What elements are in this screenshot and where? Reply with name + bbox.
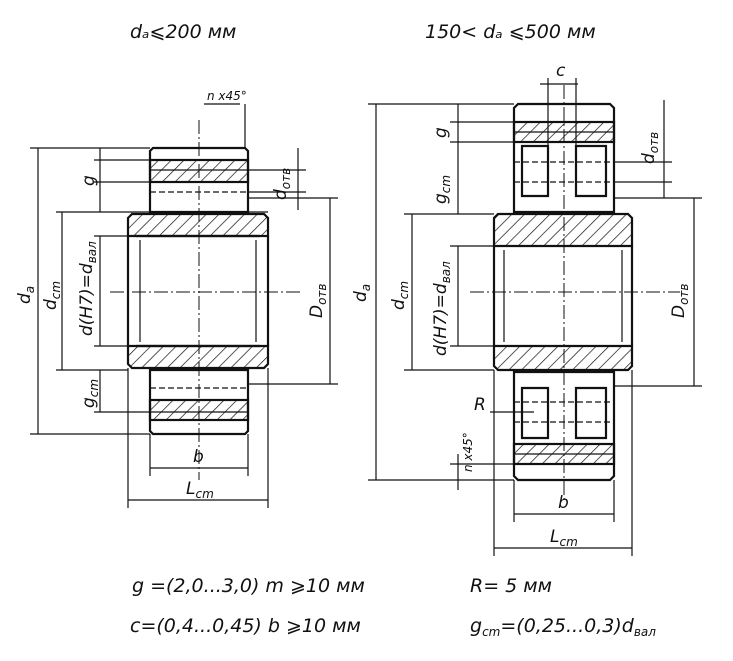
heading-left: dₐ⩽200 мм: [130, 21, 236, 43]
label-left-da: da: [15, 286, 37, 304]
label-right-b: b: [558, 493, 569, 513]
left-rim-top-hatch: [148, 158, 250, 184]
label-right-dh7: d(H7)=dвал: [431, 261, 453, 356]
label-right-dotv-top: dотв: [639, 132, 661, 164]
right-rim-top: [512, 102, 616, 214]
right-hub-top: [492, 212, 634, 248]
label-left-Lcm: Lcm: [186, 479, 214, 501]
label-left-dotv-top: dотв: [271, 168, 293, 200]
label-left-g: g: [79, 175, 99, 186]
label-right-gcm: gcm: [431, 175, 453, 204]
label-right-n45: n x45°: [461, 432, 475, 472]
label-right-Lcm: Lcm: [550, 527, 578, 549]
formula-gcm: gcm=(0,25...0,3)dвал: [470, 615, 656, 639]
label-right-dcm: dcm: [389, 281, 411, 310]
label-right-Dotv: Dотв: [669, 284, 691, 319]
label-right-g: g: [431, 127, 451, 138]
right-gear: [368, 78, 702, 556]
heading-right: 150< dₐ ⩽500 мм: [425, 21, 596, 43]
right-bore: [492, 246, 634, 346]
label-right-da: da: [351, 284, 373, 302]
formula-R: R= 5 мм: [470, 575, 552, 597]
left-rim-bottom-hatch: [148, 398, 250, 422]
left-bore: [136, 234, 260, 348]
right-web-bottom: [520, 386, 550, 440]
left-hub-top: [126, 212, 270, 238]
label-left-gcm: gcm: [79, 379, 101, 408]
label-left-dh7: d(H7)=dвал: [77, 241, 99, 336]
label-right-c: c: [556, 61, 566, 81]
label-right-R: R: [474, 395, 486, 415]
right-web-top: [520, 144, 550, 198]
left-hub-bottom: [126, 344, 270, 370]
label-left-b: b: [193, 447, 204, 467]
label-left-n45: n x45°: [207, 89, 247, 103]
label-left-Dotv: Dотв: [307, 284, 329, 319]
right-rim-bottom: [512, 370, 616, 482]
left-rim-bottom: [148, 368, 250, 436]
formula-g: g =(2,0...3,0) m ⩾10 мм: [132, 575, 365, 597]
formula-c: c=(0,4...0,45) b ⩾10 мм: [130, 615, 361, 637]
right-hub-bottom: [492, 344, 634, 372]
left-gear: [30, 103, 338, 508]
label-left-dcm: dcm: [41, 281, 63, 310]
